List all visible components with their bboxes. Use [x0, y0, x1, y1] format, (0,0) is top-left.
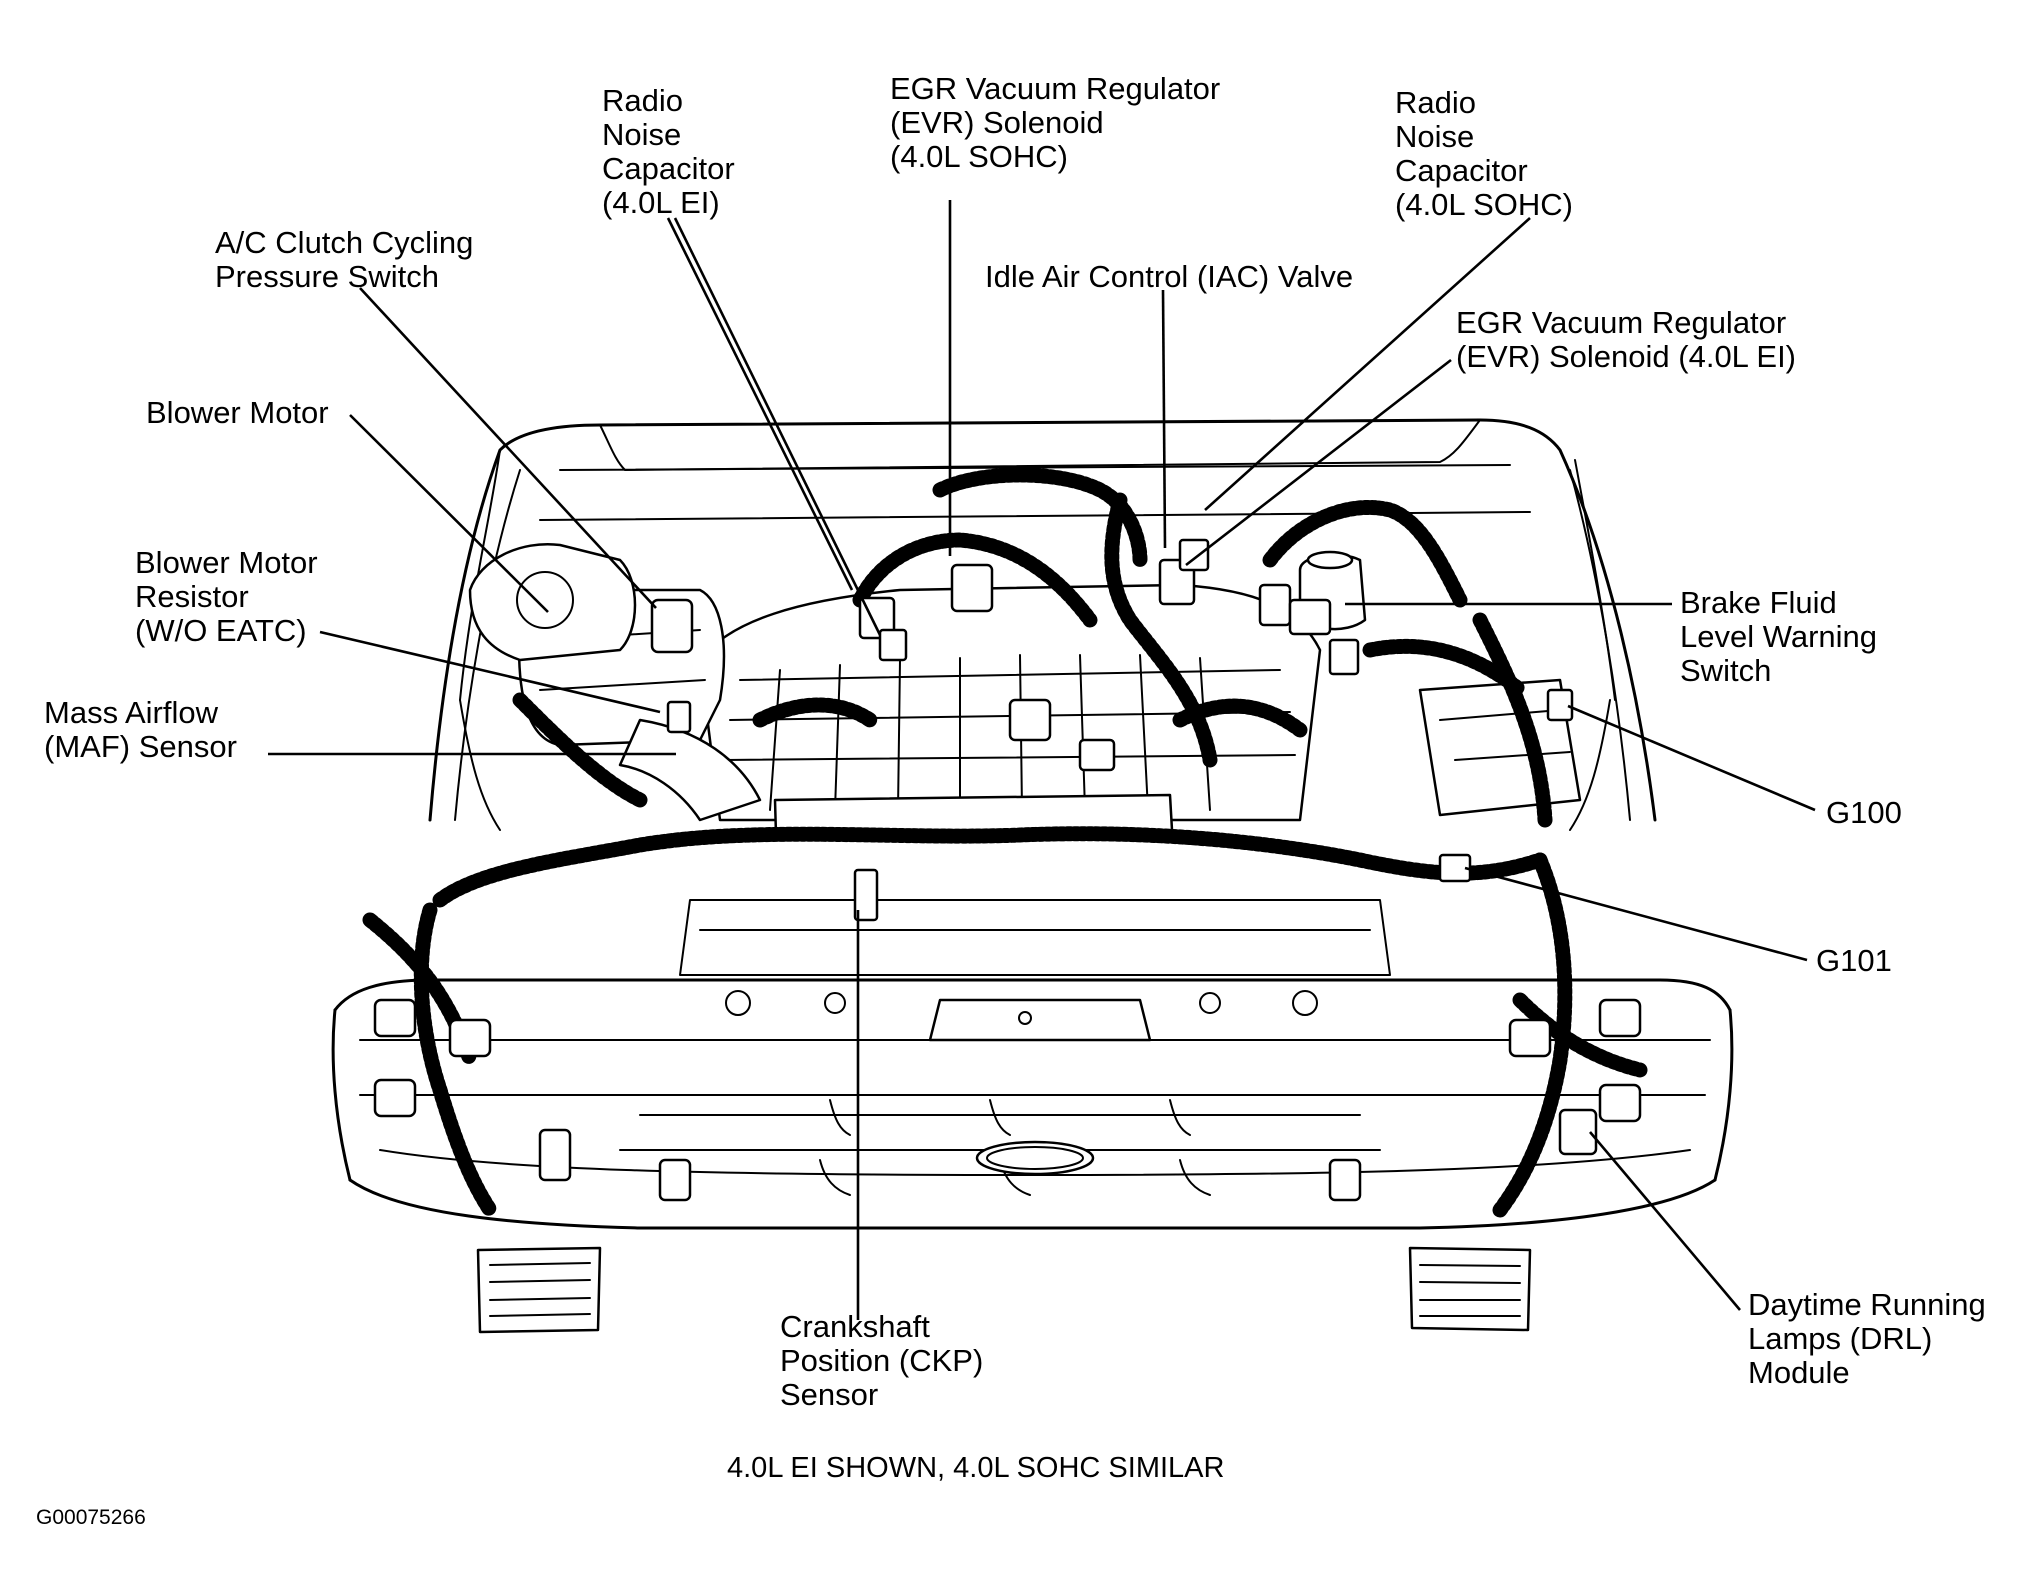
leader-egr-evr-ei [1185, 358, 1452, 567]
label-line: Idle Air Control (IAC) Valve [985, 259, 1354, 294]
label-egr-evr-ei: EGR Vacuum Regulator (EVR) Solenoid (4.0… [1456, 306, 1796, 374]
leader-lines [268, 200, 1816, 1320]
label-line: Capacitor [602, 151, 735, 186]
label-line: Brake Fluid [1680, 585, 1837, 620]
label-line: Capacitor [1395, 153, 1528, 188]
label-ac-clutch-switch: A/C Clutch Cycling Pressure Switch [215, 226, 473, 294]
label-line: Pressure Switch [215, 259, 439, 294]
label-line: Module [1748, 1355, 1850, 1390]
label-iac-valve: Idle Air Control (IAC) Valve [985, 260, 1353, 294]
leader-blower-motor [349, 414, 549, 613]
label-line: Crankshaft [780, 1309, 930, 1344]
label-line: G100 [1826, 795, 1902, 830]
label-line: Level Warning [1680, 619, 1878, 654]
label-line: Radio [1395, 85, 1476, 120]
label-line: (4.0L SOHC) [1395, 187, 1574, 222]
label-egr-evr-sohc: EGR Vacuum Regulator (EVR) Solenoid (4.0… [890, 72, 1220, 174]
label-blower-motor: Blower Motor [146, 396, 329, 430]
label-line: EGR Vacuum Regulator [1456, 305, 1787, 340]
leader-ac-clutch-switch [359, 287, 657, 609]
leader-blower-motor-resistor [319, 630, 661, 714]
label-g100: G100 [1826, 796, 1902, 830]
figure-caption: 4.0L EI SHOWN, 4.0L SOHC SIMILAR [727, 1452, 1225, 1484]
label-line: Noise [602, 117, 682, 152]
label-brake-fluid-switch: Brake Fluid Level Warning Switch [1680, 586, 1877, 688]
label-maf-sensor: Mass Airflow (MAF) Sensor [44, 696, 237, 764]
label-line: (4.0L EI) [602, 185, 720, 220]
label-radio-noise-capacitor-ei: Radio Noise Capacitor (4.0L EI) [602, 84, 735, 220]
label-line: Position (CKP) [780, 1343, 984, 1378]
label-line: EGR Vacuum Regulator [890, 71, 1221, 106]
label-line: Switch [1680, 653, 1772, 688]
label-line: Radio [602, 83, 683, 118]
label-line: (W/O EATC) [135, 613, 307, 648]
label-line: Mass Airflow [44, 695, 218, 730]
leader-radio-noise-capacitor-ei [666, 217, 854, 591]
label-line: (MAF) Sensor [44, 729, 237, 764]
leader-g100 [1567, 704, 1816, 812]
label-ckp-sensor: Crankshaft Position (CKP) Sensor [780, 1310, 983, 1412]
leader-radio-noise-capacitor-sohc [1204, 217, 1531, 511]
label-line: Noise [1395, 119, 1475, 154]
components [373, 538, 1642, 1334]
leader-g101 [1464, 866, 1808, 962]
label-line: Sensor [780, 1377, 879, 1412]
leader-radio-noise-capacitor-ei-2 [673, 217, 882, 636]
figure-id: G00075266 [36, 1506, 146, 1529]
label-line: (4.0L SOHC) [890, 139, 1069, 174]
label-line: (EVR) Solenoid (4.0L EI) [1456, 339, 1797, 374]
label-line: Lamps (DRL) [1748, 1321, 1933, 1356]
leader-drl-module [1589, 1131, 1741, 1311]
label-drl-module: Daytime Running Lamps (DRL) Module [1748, 1288, 1986, 1390]
label-blower-motor-resistor: Blower Motor Resistor (W/O EATC) [135, 546, 318, 648]
leader-iac-valve [1161, 289, 1167, 549]
label-line: (EVR) Solenoid [890, 105, 1104, 140]
label-line: Daytime Running [1748, 1287, 1986, 1322]
label-g101: G101 [1816, 944, 1892, 978]
label-radio-noise-capacitor-sohc: Radio Noise Capacitor (4.0L SOHC) [1395, 86, 1573, 222]
label-line: Resistor [135, 579, 249, 614]
label-line: Blower Motor [146, 395, 329, 430]
label-line: Blower Motor [135, 545, 318, 580]
label-line: G101 [1816, 943, 1892, 978]
label-line: A/C Clutch Cycling [215, 225, 474, 260]
